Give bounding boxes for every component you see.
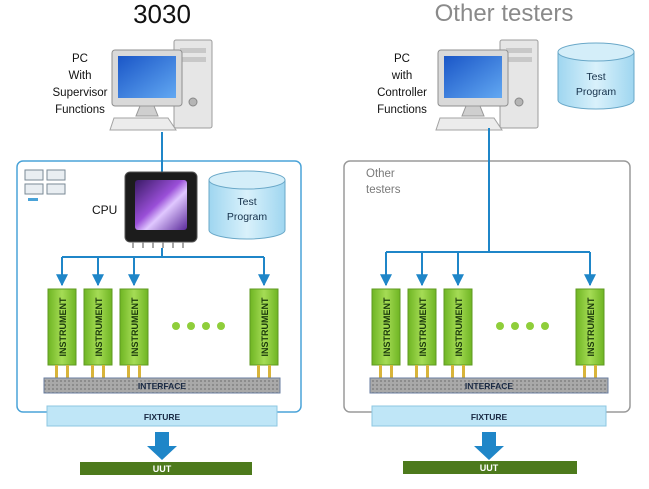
pc-label: PC With Supervisor Functions bbox=[53, 53, 108, 116]
cpu-chip-icon bbox=[124, 171, 198, 248]
instrument-module: INSTRUMENT bbox=[83, 288, 113, 366]
tester-frame bbox=[343, 160, 631, 413]
box-label-line: testers bbox=[366, 184, 401, 196]
panel-title: Other testers bbox=[435, 0, 574, 27]
program-label-line: Test bbox=[586, 71, 605, 83]
fixture-bar bbox=[46, 405, 278, 427]
pc-label: PC with Controller Functions bbox=[377, 53, 427, 116]
pc-label-line: PC bbox=[72, 53, 88, 65]
fixture-bar bbox=[371, 405, 607, 427]
instrument-label: INSTRUMENT bbox=[454, 297, 464, 356]
instrument-pins bbox=[379, 365, 597, 378]
down-arrow-icon bbox=[147, 432, 177, 460]
instrument-label: INSTRUMENT bbox=[586, 297, 596, 356]
ellipsis-dots bbox=[496, 322, 549, 330]
instrument-module: INSTRUMENT bbox=[249, 288, 279, 366]
uut-bar bbox=[80, 462, 252, 475]
interface-label: INTERFACE bbox=[465, 381, 514, 391]
program-label-line: Test bbox=[237, 196, 256, 208]
panel-title: 3030 bbox=[133, 0, 191, 29]
pc-label-line: Functions bbox=[377, 104, 427, 116]
instrument-label: INSTRUMENT bbox=[382, 297, 392, 356]
instrument-label: INSTRUMENT bbox=[418, 297, 428, 356]
fixture-label: FIXTURE bbox=[144, 412, 181, 422]
pc-label-line: with bbox=[391, 70, 412, 82]
box-label-line: Other bbox=[366, 168, 395, 180]
instrument-pins bbox=[55, 365, 271, 378]
instrument-bus bbox=[56, 248, 270, 287]
fixture-label: FIXTURE bbox=[471, 412, 508, 422]
program-label-line: Program bbox=[227, 211, 268, 223]
desktop-pc-icon bbox=[435, 39, 539, 131]
uut-label: UUT bbox=[480, 463, 499, 473]
uut-bar bbox=[403, 461, 577, 474]
instrument-module: INSTRUMENT bbox=[371, 288, 401, 366]
instrument-module: INSTRUMENT bbox=[407, 288, 437, 366]
pc-label-line: Controller bbox=[377, 87, 427, 99]
server-rack-icon bbox=[24, 169, 66, 201]
interface-bar bbox=[369, 377, 609, 394]
panel-other-testers: Other testers PC with Controller Functio… bbox=[343, 0, 635, 474]
instrument-module: INSTRUMENT bbox=[575, 288, 605, 366]
instrument-bus bbox=[380, 128, 596, 287]
instrument-label: INSTRUMENT bbox=[130, 297, 140, 356]
ellipsis-dots bbox=[172, 322, 225, 330]
instrument-module: INSTRUMENT bbox=[47, 288, 77, 366]
panel-3030: 3030 PC With Supervisor Functions bbox=[16, 0, 302, 475]
uut-label: UUT bbox=[153, 464, 172, 474]
pc-label-line: With bbox=[69, 70, 92, 82]
cylinder-database-icon: Test Program bbox=[208, 170, 286, 240]
instrument-module: INSTRUMENT bbox=[119, 288, 149, 366]
pc-label-line: Supervisor bbox=[53, 87, 108, 99]
desktop-pc-icon bbox=[109, 39, 213, 131]
cylinder-database-icon: Test Program bbox=[557, 42, 635, 110]
instrument-module: INSTRUMENT bbox=[443, 288, 473, 366]
interface-bar bbox=[43, 377, 281, 394]
pc-label-line: PC bbox=[394, 53, 410, 65]
instrument-label: INSTRUMENT bbox=[260, 297, 270, 356]
instrument-label: INSTRUMENT bbox=[58, 297, 68, 356]
interface-label: INTERFACE bbox=[138, 381, 187, 391]
instrument-label: INSTRUMENT bbox=[94, 297, 104, 356]
down-arrow-icon bbox=[474, 432, 504, 460]
cpu-label: CPU bbox=[92, 203, 117, 217]
pc-label-line: Functions bbox=[55, 104, 105, 116]
program-label-line: Program bbox=[576, 86, 617, 98]
